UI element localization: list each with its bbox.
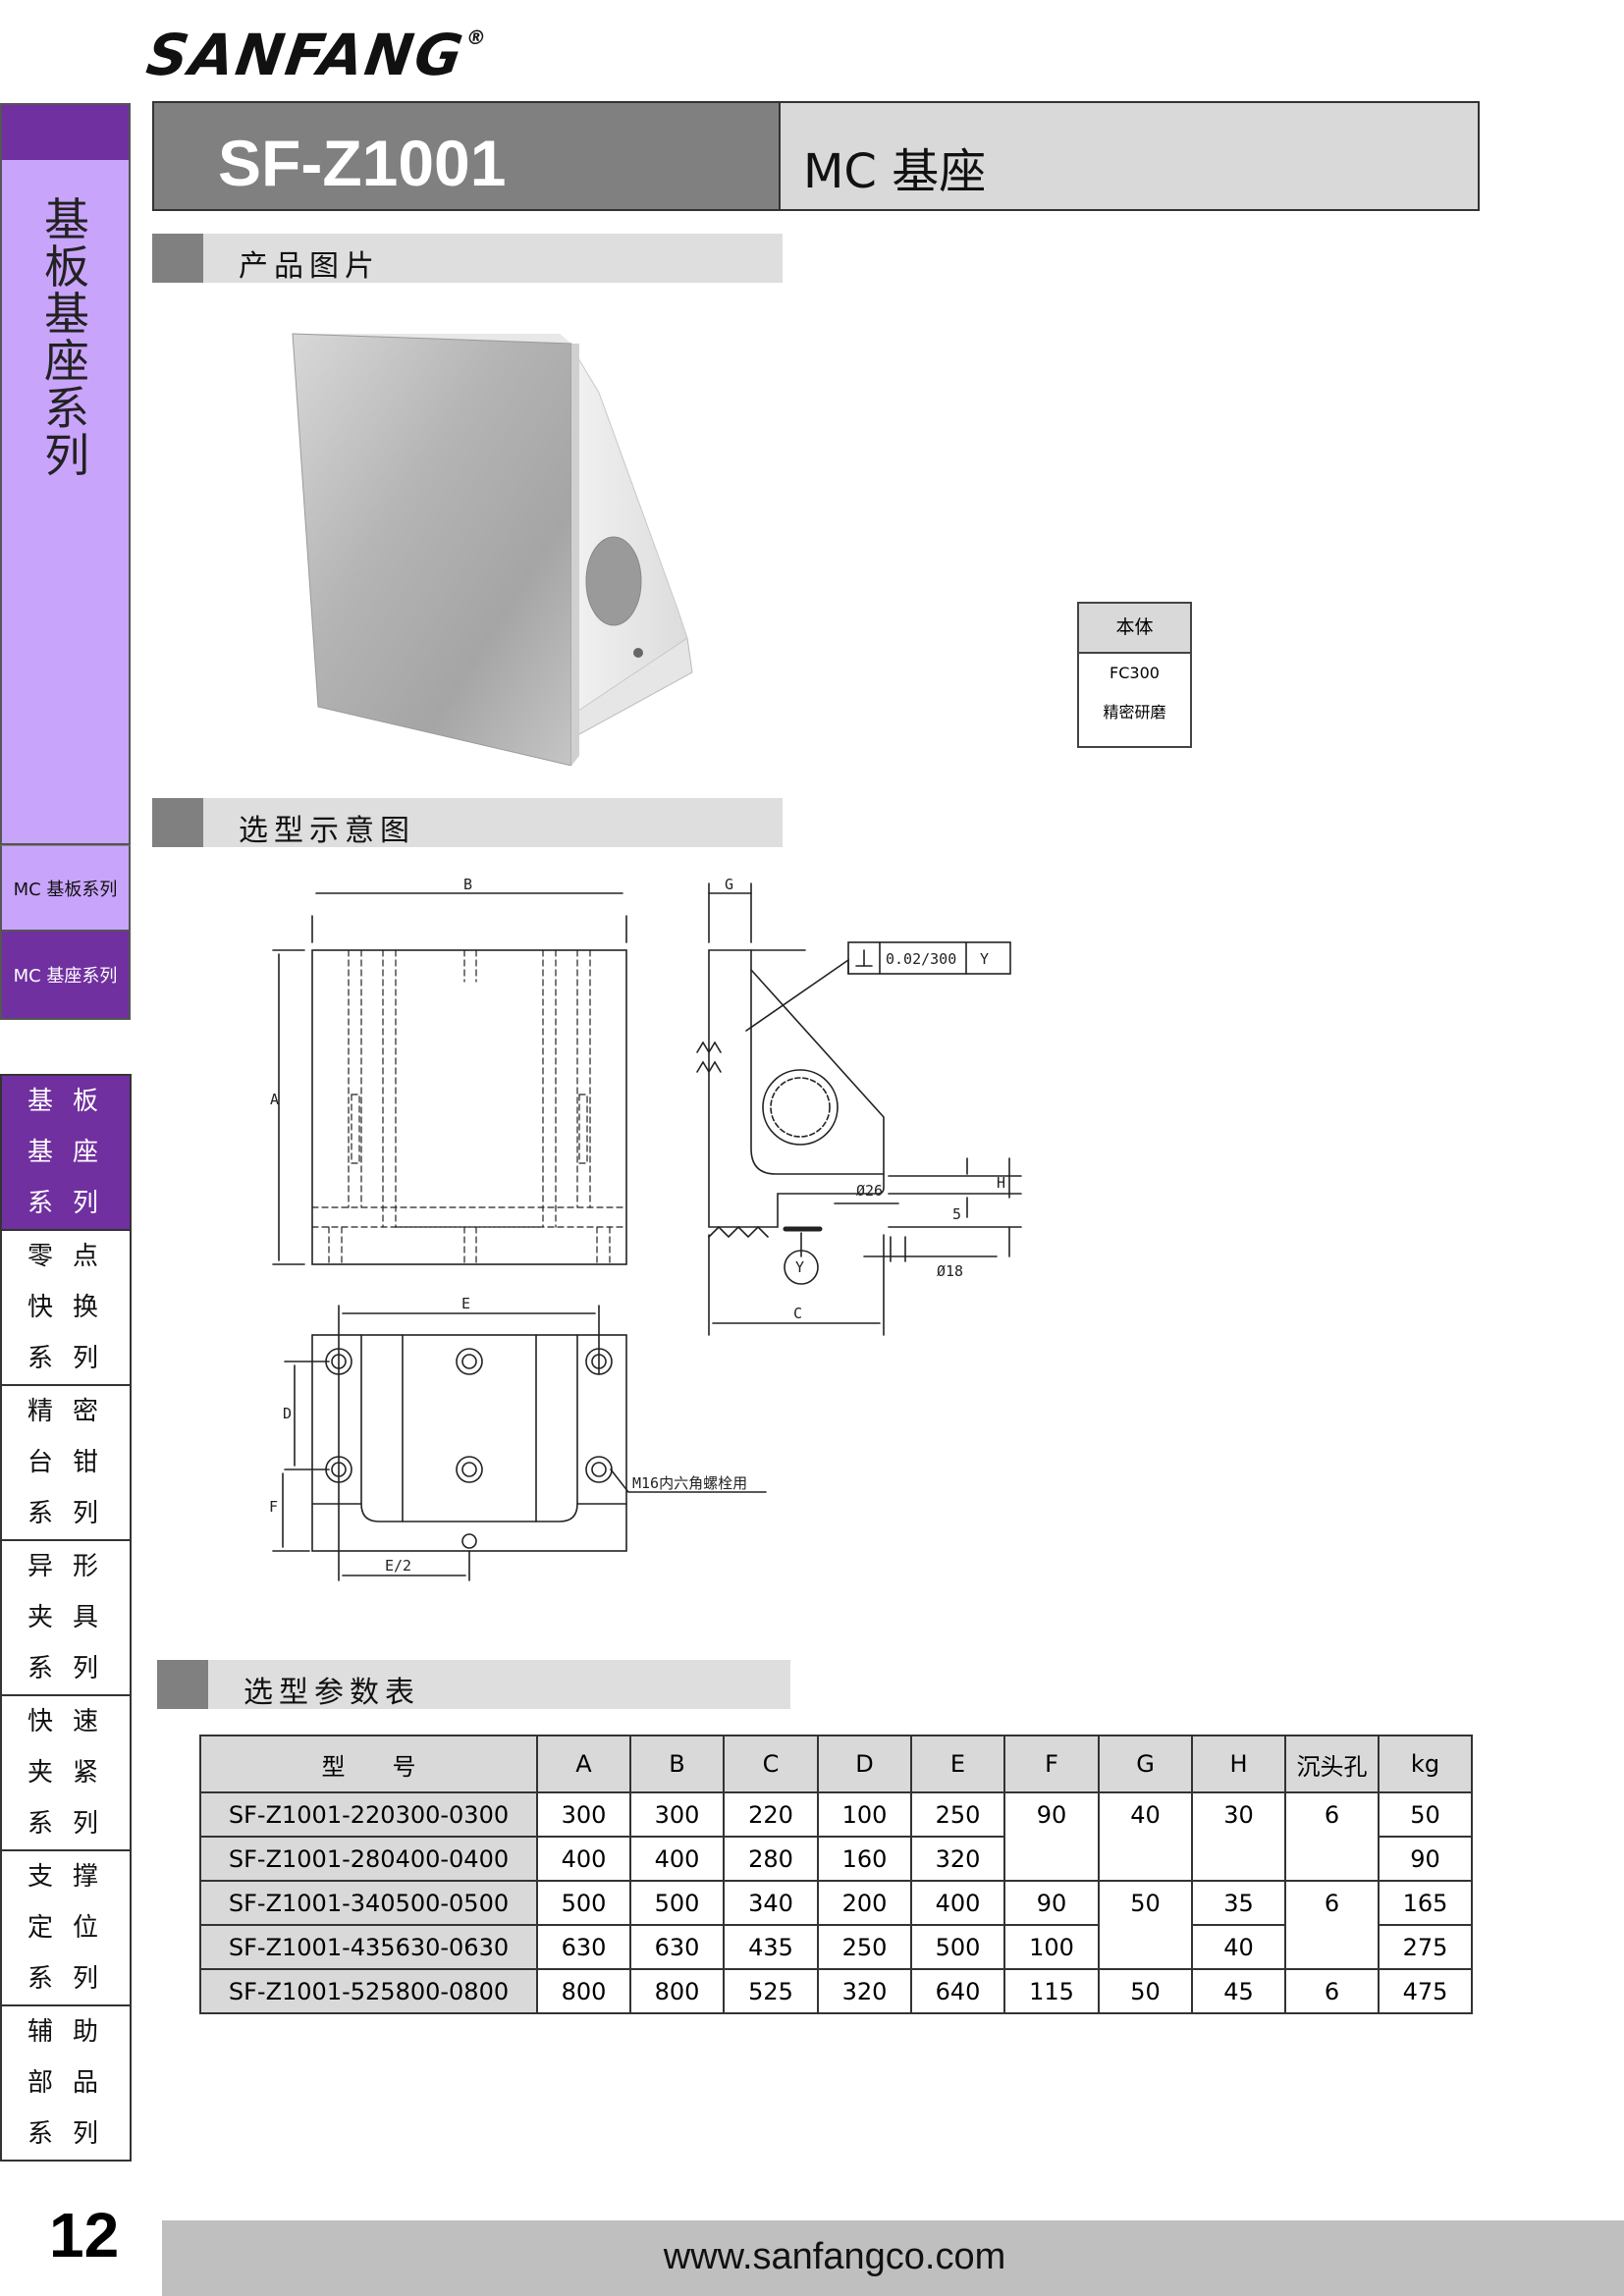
tolerance-value: 0.02/300 bbox=[886, 950, 956, 968]
dim-5: 5 bbox=[952, 1205, 961, 1223]
material-header: 本体 bbox=[1079, 604, 1190, 654]
nav-item-base-plate[interactable]: 基板基座系列 bbox=[0, 1076, 132, 1231]
nav-item-precision-vise[interactable]: 精密台钳系列 bbox=[0, 1386, 132, 1541]
datum-label: Y bbox=[795, 1258, 804, 1276]
col-counterbore: 沉头孔 bbox=[1284, 1735, 1380, 1793]
dim-dia18: Ø18 bbox=[937, 1262, 963, 1280]
col-model: 型 号 bbox=[199, 1735, 538, 1793]
col-F: F bbox=[1003, 1735, 1100, 1793]
dim-A: A bbox=[270, 1091, 279, 1108]
dim-B: B bbox=[463, 876, 472, 893]
material-grade: FC300 bbox=[1110, 664, 1160, 682]
dim-H: H bbox=[997, 1174, 1005, 1192]
section-heading-diagram: 选型示意图 bbox=[152, 798, 783, 848]
dim-dia26: Ø26 bbox=[856, 1182, 883, 1200]
selection-diagram: B A G C E D F E/2 H 0.02/300 Y Y Ø26 Ø18… bbox=[269, 876, 1022, 1581]
nav-item-special-fixture[interactable]: 异形夹具系列 bbox=[0, 1541, 132, 1696]
section-heading-table: 选型参数表 bbox=[157, 1660, 790, 1710]
section-heading-product-image: 产品图片 bbox=[152, 234, 783, 284]
nav-item-accessories[interactable]: 辅助部品系列 bbox=[0, 2006, 132, 2162]
table-header-row: 型 号 A B C D E F G H 沉头孔 kg bbox=[199, 1735, 1473, 1793]
tolerance-datum: Y bbox=[980, 950, 989, 968]
col-E: E bbox=[910, 1735, 1005, 1793]
sidebar-item-mc-plate[interactable]: MC 基板系列 bbox=[0, 845, 131, 932]
product-name: MC 基座 bbox=[803, 144, 987, 199]
dim-C: C bbox=[793, 1305, 802, 1322]
page-number: 12 bbox=[49, 2200, 120, 2270]
nav-item-zero-point[interactable]: 零点快换系列 bbox=[0, 1231, 132, 1386]
bolt-note: M16内六角螺栓用 bbox=[632, 1474, 747, 1492]
col-G: G bbox=[1098, 1735, 1193, 1793]
col-D: D bbox=[817, 1735, 912, 1793]
dim-G: G bbox=[725, 876, 733, 893]
material-finish: 精密研磨 bbox=[1103, 703, 1166, 721]
dim-E: E bbox=[461, 1295, 470, 1312]
col-A: A bbox=[536, 1735, 631, 1793]
footer-url[interactable]: www.sanfangco.com bbox=[663, 2236, 1006, 2277]
col-C: C bbox=[723, 1735, 819, 1793]
sidebar-series-panel bbox=[0, 103, 131, 845]
material-table: 本体 FC300 精密研磨 bbox=[1077, 602, 1192, 748]
dim-E-half: E/2 bbox=[385, 1557, 411, 1575]
product-code: SF-Z1001 bbox=[218, 127, 507, 199]
sidebar-item-mc-base[interactable]: MC 基座系列 bbox=[0, 932, 131, 1020]
sidebar-nav: 基板基座系列 零点快换系列 精密台钳系列 异形夹具系列 快速夹紧系列 支撑定位系… bbox=[0, 1074, 132, 2162]
sidebar-title: 基板基座系列 bbox=[44, 193, 89, 482]
footer-bar bbox=[162, 2220, 1624, 2296]
col-B: B bbox=[629, 1735, 725, 1793]
nav-item-quick-clamp[interactable]: 快速夹紧系列 bbox=[0, 1696, 132, 1851]
col-kg: kg bbox=[1378, 1735, 1473, 1793]
dim-D: D bbox=[283, 1405, 292, 1422]
header-code-panel bbox=[152, 101, 781, 211]
product-image bbox=[292, 333, 693, 766]
dim-F: F bbox=[269, 1498, 278, 1516]
brand-logo: SANFANG® bbox=[142, 22, 490, 88]
header-name-panel bbox=[781, 101, 1480, 211]
nav-item-support-locate[interactable]: 支撑定位系列 bbox=[0, 1851, 132, 2006]
col-H: H bbox=[1191, 1735, 1286, 1793]
spec-table: 型 号 A B C D E F G H 沉头孔 kg SF-Z1001-2203… bbox=[199, 1735, 1473, 2014]
